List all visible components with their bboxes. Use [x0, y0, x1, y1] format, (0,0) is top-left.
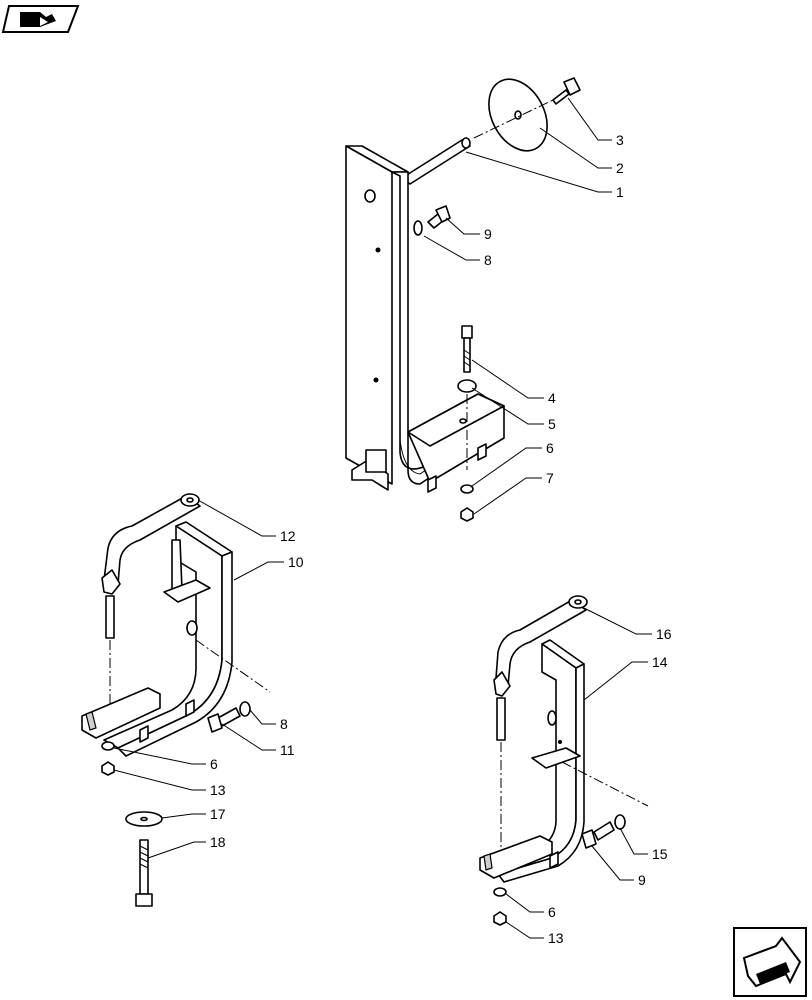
callout-2: 2	[616, 160, 624, 176]
rod-part	[401, 137, 471, 185]
washer-part-6-top	[460, 484, 474, 494]
callout-16: 16	[656, 626, 672, 642]
washer-part-15	[614, 814, 626, 830]
callout-5: 5	[548, 416, 556, 432]
bracket-part-10	[81, 521, 233, 757]
leader-lines	[113, 97, 652, 939]
callout-7: 7	[546, 470, 554, 486]
bracket-assembly-top	[345, 77, 581, 522]
bracket-part-14	[479, 639, 585, 883]
nut-part-13-right	[493, 911, 507, 926]
callout-8-top: 8	[484, 252, 492, 268]
bolt-part-9-right	[581, 821, 615, 849]
callout-9-top: 9	[484, 226, 492, 242]
bolt-part-11	[207, 707, 241, 733]
bracket-assembly-right	[479, 595, 649, 926]
bolt-part-4	[461, 325, 473, 373]
callout-18: 18	[210, 834, 226, 850]
book-arrow-icon[interactable]	[1, 5, 80, 33]
callout-6-left: 6	[210, 756, 218, 772]
callout-3: 3	[616, 132, 624, 148]
callout-11: 11	[280, 742, 295, 758]
callout-1: 1	[616, 184, 624, 200]
callout-4: 4	[548, 390, 556, 406]
callout-14: 14	[652, 654, 668, 670]
bracket-assembly-left	[81, 493, 271, 907]
bolt-part-18	[135, 839, 153, 907]
callout-10: 10	[288, 554, 304, 570]
disc-part	[488, 78, 548, 152]
washer-part-5	[457, 379, 477, 393]
callout-13-right: 13	[548, 930, 564, 946]
callout-8-left: 8	[280, 716, 288, 732]
next-page-arrow-icon[interactable]	[733, 927, 807, 997]
callout-15: 15	[652, 846, 668, 862]
callout-17: 17	[210, 806, 226, 822]
nut-part-7	[460, 507, 474, 522]
washer-part-6-right	[493, 887, 507, 897]
callout-6-top: 6	[546, 440, 554, 456]
callout-6-right: 6	[548, 904, 556, 920]
bolt-part-3	[552, 77, 581, 105]
washer-part-6-left	[101, 741, 115, 751]
callout-9-right: 9	[638, 872, 646, 888]
bolt-part-9-top	[413, 205, 451, 236]
callout-labels: 3 2 1 9 8 4 5 6 7 12 10 8 11 6 13 17 18 …	[210, 132, 672, 946]
washer-part-8-left	[239, 701, 251, 717]
strap-part-16	[493, 595, 588, 741]
strap-part-12	[101, 493, 201, 639]
tall-bracket-part	[345, 145, 505, 493]
callout-13-left: 13	[210, 782, 226, 798]
nut-part-13-left	[101, 761, 115, 776]
callout-12: 12	[280, 528, 296, 544]
